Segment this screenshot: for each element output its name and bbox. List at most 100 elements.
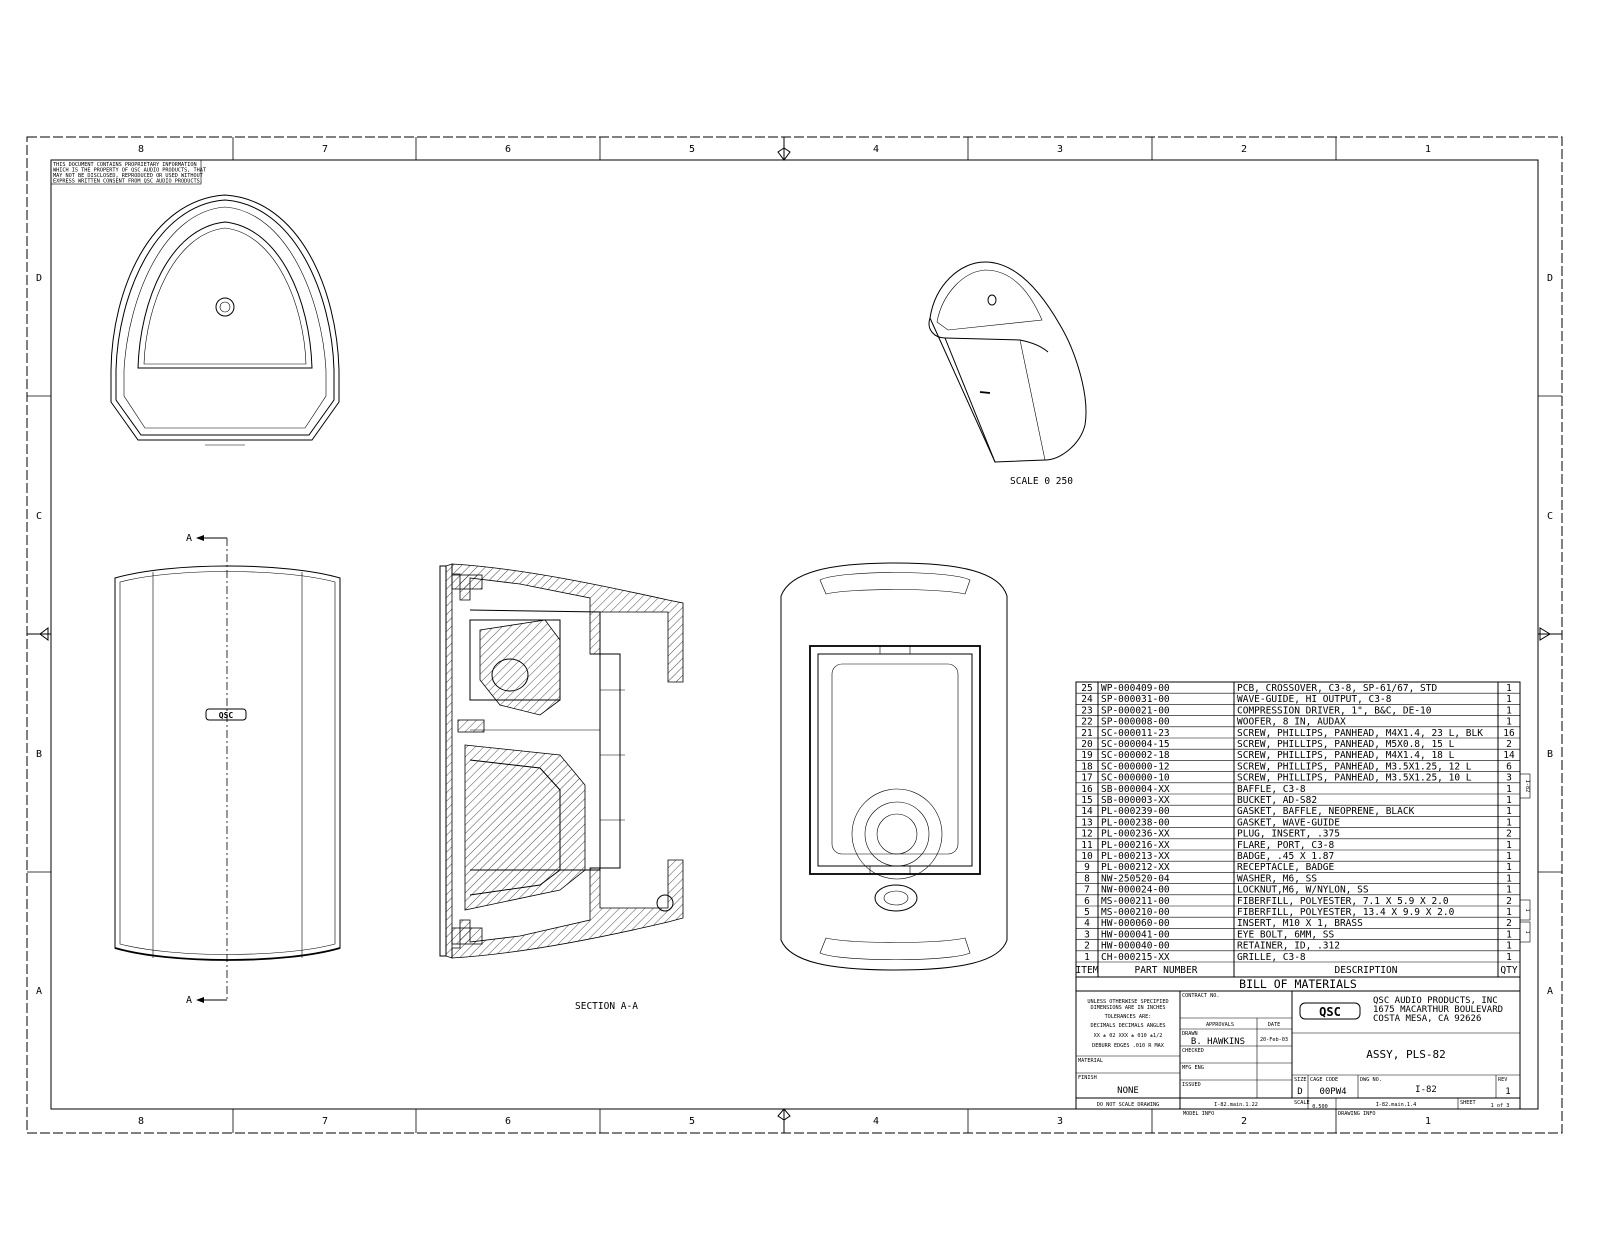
bom-cell-qty: 1 [1506,929,1512,940]
bom-cell-desc: BADGE, .45 X 1.87 [1237,851,1334,862]
bom-cell-part: CH-000215-XX [1101,952,1170,963]
zone-row-c: C [36,511,42,522]
bom-cell-part: MS-000211-00 [1101,896,1170,907]
bom-cell-qty: 1 [1506,873,1512,884]
proprietary-notice: THIS DOCUMENT CONTAINS PROPRIETARY INFOR… [50,159,206,185]
svg-text:1: 1 [1524,908,1530,911]
bom-cell-part: SB-000003-XX [1101,795,1170,806]
zone-col-labels-top: 8 7 6 5 4 3 2 1 [138,144,1431,155]
bom-header-qty: QTY [1500,965,1517,976]
drawn-label: DRAWN [1182,1031,1198,1037]
bom-cell-qty: 1 [1506,840,1512,851]
bom-cell-qty: 1 [1506,851,1512,862]
iso-view [928,261,1087,463]
bom-cell-qty: 1 [1506,705,1512,716]
bom-cell-desc: SCREW, PHILLIPS, PANHEAD, M4X1.4, 18 L [1237,750,1455,761]
bom-cell-item: 13 [1081,817,1092,828]
bom-cell-part: MS-000210-00 [1101,907,1170,918]
bom-cell-part: SP-000008-00 [1101,717,1170,728]
bom-cell-item: 12 [1081,829,1092,840]
bom-cell-desc: BUCKET, AD-S82 [1237,795,1317,806]
bom-cell-item: 16 [1081,784,1093,795]
bom-cell-qty: 1 [1506,862,1512,873]
bom-cell-desc: PLUG, INSERT, .375 [1237,829,1340,840]
drawn-date: 20-Feb-03 [1260,1037,1288,1043]
rev-label: REV [1498,1077,1507,1083]
svg-text:I-82: I-82 [1524,780,1530,793]
section-line: A A [186,533,228,1006]
bom-cell-qty: 1 [1506,806,1512,817]
bom-header-desc: DESCRIPTION [1335,965,1398,976]
bom-cell-part: SC-000004-15 [1101,739,1170,750]
bom-cell-part: SC-000000-10 [1101,773,1170,784]
zone-row-d: D [36,273,42,284]
bom-cell-part: NW-000024-00 [1101,885,1170,896]
bom-cell-part: PL-000236-XX [1101,829,1170,840]
bom-cell-part: HW-000040-00 [1101,941,1170,952]
bom-cell-desc: WOOFER, 8 IN, AUDAX [1237,717,1346,728]
finish-label: FINISH [1078,1075,1097,1081]
front-badge: QSC [219,711,234,720]
tolerance-edges: DEBURR EDGES .010 R MAX [1092,1043,1165,1049]
zone-row-c: C [1547,511,1553,522]
rear-view [780,562,1008,971]
bom-cell-desc: SCREW, PHILLIPS, PANHEAD, M5X0.8, 15 L [1237,739,1455,750]
section-label: SECTION A-A [575,1001,638,1012]
bom-cell-item: 19 [1081,750,1093,761]
bom-cell-part: SB-000004-XX [1101,784,1170,795]
bom-header-part: PART NUMBER [1135,965,1198,976]
bom-cell-part: PL-000239-00 [1101,806,1170,817]
bom-cell-part: PL-000238-00 [1101,817,1170,828]
tolerances-label: TOLERANCES ARE: [1105,1014,1152,1020]
bom-cell-part: SC-000000-12 [1101,761,1170,772]
svg-text:EXPRESS WRITTEN CONSENT FROM Q: EXPRESS WRITTEN CONSENT FROM QSC AUDIO P… [53,179,203,185]
bom-header-item: ITEM [1076,965,1099,976]
unless-line-2: DIMENSIONS ARE IN INCHES [1091,1005,1166,1011]
bom-cell-item: 10 [1081,851,1093,862]
issued-label: ISSUED [1182,1082,1201,1088]
zone-col-8: 8 [138,144,144,155]
bom-cell-qty: 1 [1506,694,1512,705]
bom-cell-item: 20 [1081,739,1093,750]
zone-row-d: D [1547,273,1553,284]
scale-label: SCALE [1294,1100,1310,1106]
bom-cell-desc: FIBERFILL, POLYESTER, 13.4 X 9.9 X 2.0 [1237,907,1455,918]
zone-row-b: B [36,749,42,760]
bom-cell-part: SC-000002-18 [1101,750,1170,761]
bom-cell-qty: 2 [1506,896,1512,907]
front-view: QSC [114,565,341,961]
bom-cell-desc: RETAINER, ID, .312 [1237,941,1340,952]
bom-cell-desc: EYE BOLT, 6MM, SS [1237,929,1335,940]
zone-col-2: 2 [1241,144,1247,155]
bom-cell-desc: PCB, CROSSOVER, C3-8, SP-61/67, STD [1237,683,1437,694]
inner-frame [50,159,1539,1110]
bom-cell-item: 18 [1081,761,1093,772]
bom-cell-qty: 6 [1506,761,1512,772]
bom-cell-desc: INSERT, M10 X 1, BRASS [1237,918,1363,929]
bom-cell-qty: 1 [1506,717,1512,728]
bom-cell-desc: RECEPTACLE, BADGE [1237,862,1335,873]
bom-cell-desc: LOCKNUT,M6, W/NYLON, SS [1237,885,1369,896]
bom-cell-item: 17 [1081,773,1092,784]
company-logo-box [1299,1002,1361,1020]
drawing-file: I-82.main.1.4 [1376,1102,1417,1108]
bom-cell-part: HW-000060-00 [1101,918,1170,929]
bom-cell-desc: SCREW, PHILLIPS, PANHEAD, M4X1.4, 23 L, … [1237,728,1483,739]
zone-col-5: 5 [689,144,695,155]
bom-cell-item: 6 [1084,896,1090,907]
bom-cell-qty: 1 [1506,683,1512,694]
zone-col-6: 6 [505,1116,511,1127]
zone-col-labels-bottom: 8 7 6 5 4 3 2 1 [138,1116,1431,1127]
zone-col-2: 2 [1241,1116,1247,1127]
zone-row-a: A [36,986,42,997]
bom-cell-qty: 16 [1503,728,1515,739]
drawing-info: DRAWING INFO [1338,1111,1375,1117]
outer-border [26,136,1563,1134]
iso-scale-label: SCALE 0 250 [1010,476,1073,487]
bom-cell-part: SP-000021-00 [1101,705,1170,716]
bom-cell-desc: SCREW, PHILLIPS, PANHEAD, M3.5X1.25, 12 … [1237,761,1472,772]
bom-cell-desc: COMPRESSION DRIVER, 1", B&C, DE-10 [1237,705,1432,716]
bom-cell-item: 14 [1081,806,1093,817]
bom-cell-item: 4 [1084,918,1090,929]
